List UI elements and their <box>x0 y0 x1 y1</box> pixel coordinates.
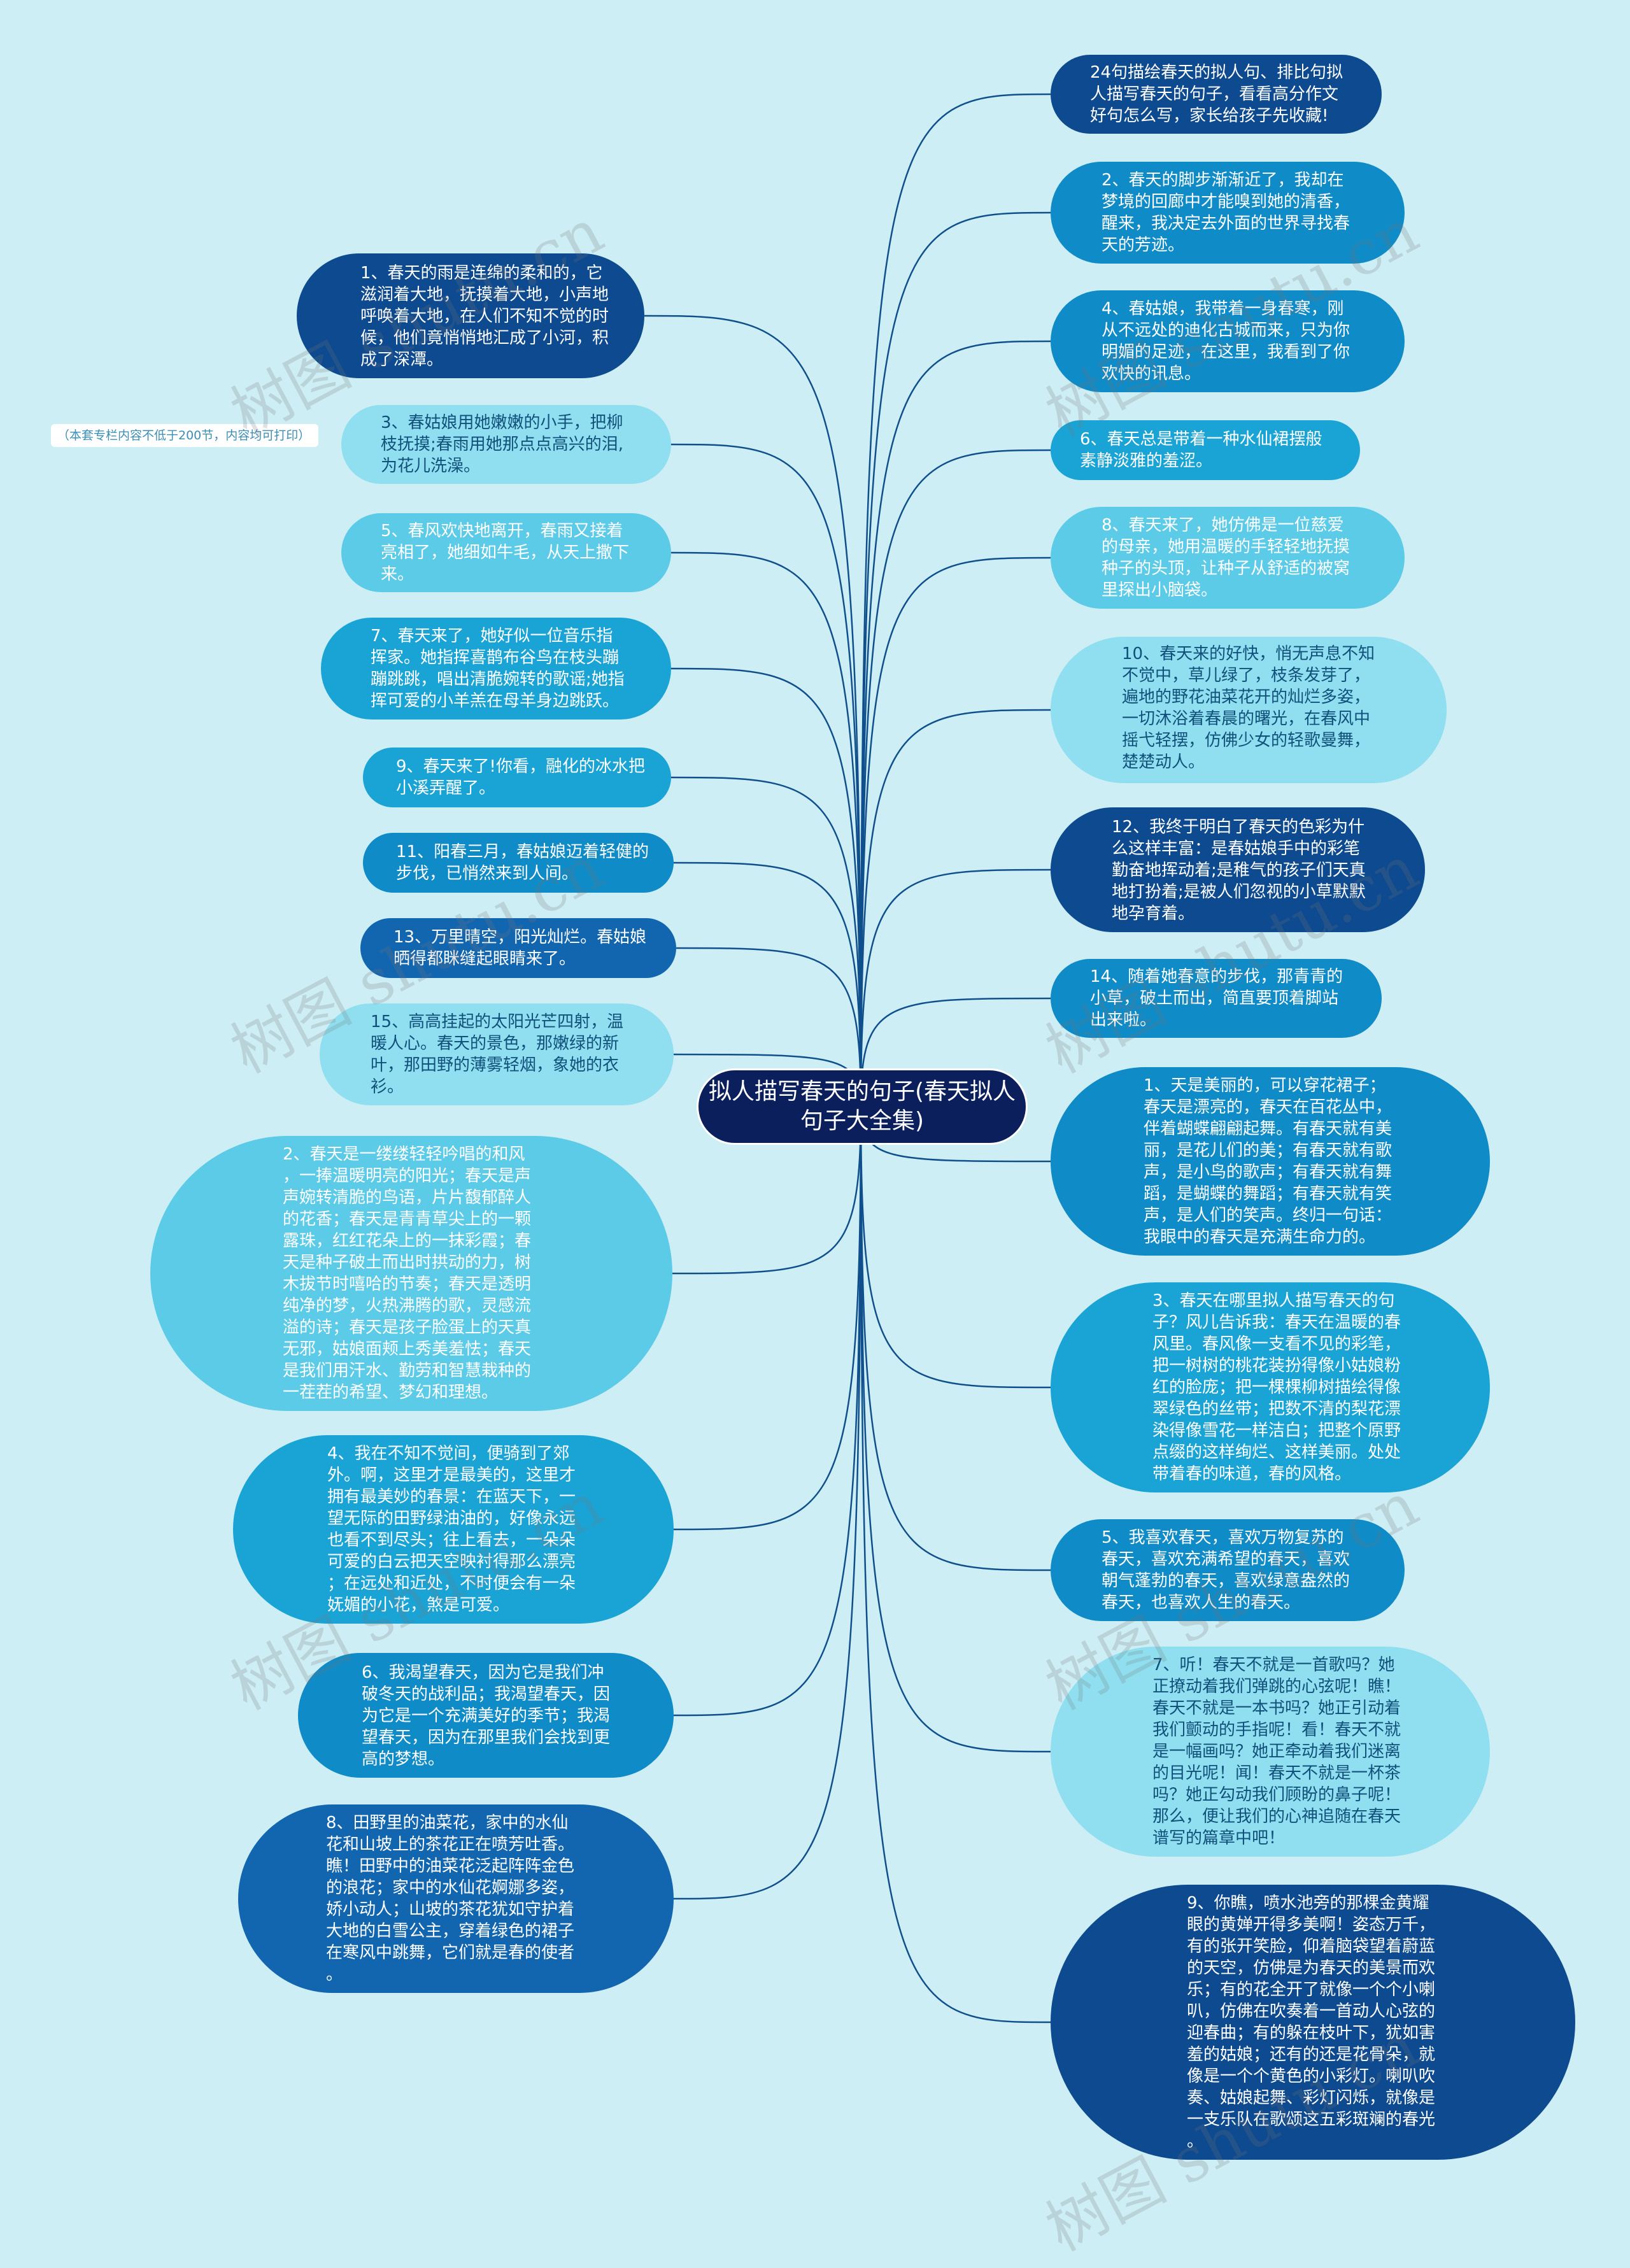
right-node-6[interactable]: 10、春天来的好快，悄无声息不知 不觉中，草儿绿了，枝条发芽了， 遍地的野花油菜… <box>1051 637 1447 783</box>
left-node-11[interactable]: 6、我渴望春天，因为它是我们冲 破冬天的战利品；我渴望春天，因 为它是一个充满美… <box>298 1653 674 1778</box>
node-text: 4、我在不知不觉间，便骑到了郊 外。啊，这里才是最美的，这里才 拥有最美妙的春景… <box>327 1444 576 1615</box>
connector-line <box>860 449 1051 1107</box>
central-topic-label: 拟人描写春天的句子(春天拟人句子大全集) <box>708 1079 1016 1134</box>
connector-line <box>673 1106 862 1717</box>
connector-line <box>673 861 862 1107</box>
connector-line <box>860 556 1051 1107</box>
connector-line <box>860 1106 1051 1753</box>
node-text: 1、天是美丽的，可以穿花裙子； 春天是漂亮的，春天在百花丛中， 伴着蝴蝶翩翩起舞… <box>1144 1076 1393 1247</box>
connector-line <box>644 315 862 1107</box>
node-text: 13、万里晴空，阳光灿烂。春姑娘 晒得都眯缝起眼睛来了。 <box>393 928 647 968</box>
right-node-5[interactable]: 8、春天来了，她仿佛是一位慈爱 的母亲，她用温暖的手轻轻地抚摸 种子的头顶，让种… <box>1051 507 1405 609</box>
node-text: 6、春天总是带着一种水仙裙摆般 素静淡雅的羞涩。 <box>1080 430 1322 471</box>
node-text: 2、春天的脚步渐渐近了，我却在 梦境的回廊中才能嗅到她的清香， 醒来，我决定去外… <box>1102 171 1350 255</box>
left-node-8[interactable]: 15、高高挂起的太阳光芒四射，温 暖人心。春天的景色，那嫩绿的新 叶，那田野的薄… <box>320 1003 674 1105</box>
right-node-3[interactable]: 4、春姑娘，我带着一身春寒，刚 从不远处的迪化古城而来，只为你 明媚的足迹，在这… <box>1051 290 1405 392</box>
left-node-7[interactable]: 13、万里晴空，阳光灿烂。春姑娘 晒得都眯缝起眼睛来了。 <box>360 918 676 978</box>
left-node-4[interactable]: 7、春天来了，她好似一位音乐指 挥家。她指挥喜鹊布谷鸟在枝头蹦 蹦跳跳，唱出清脆… <box>321 618 671 719</box>
node-text: 9、你瞧，喷水池旁的那棵金黄耀 眼的黄婵开得多美啊！姿态万千， 有的张开笑脸，仰… <box>1187 1894 1436 2151</box>
node-text: 4、春姑娘，我带着一身春寒，刚 从不远处的迪化古城而来，只为你 明媚的足迹，在这… <box>1102 299 1350 383</box>
connector-line <box>676 947 862 1107</box>
right-node-10[interactable]: 3、春天在哪里拟人描写春天的句 子？风儿告诉我：春天在温暖的春 风里。春风像一支… <box>1051 1282 1490 1492</box>
left-node-10[interactable]: 4、我在不知不觉间，便骑到了郊 外。啊，这里才是最美的，这里才 拥有最美妙的春景… <box>233 1435 674 1624</box>
right-node-4[interactable]: 6、春天总是带着一种水仙裙摆般 素静淡雅的羞涩。 <box>1051 420 1360 480</box>
connector-line <box>860 709 1051 1107</box>
node-text: 1、春天的雨是连绵的柔和的，它 滋润着大地，抚摸着大地，小声地 呼唤着大地，在人… <box>360 264 609 369</box>
right-node-12[interactable]: 7、听！春天不就是一首歌吗？她 正撩动着我们弹跳的心弦呢！瞧！ 春天不就是一本书… <box>1051 1647 1490 1857</box>
connector-line <box>860 1106 1051 1389</box>
right-node-8[interactable]: 14、随着她春意的步伐，那青青的 小草，破土而出，简直要顶着脚站 出来啦。 <box>1051 959 1382 1038</box>
connector-line <box>673 1106 862 1900</box>
node-text: 3、春天在哪里拟人描写春天的句 子？风儿告诉我：春天在温暖的春 风里。春风像一支… <box>1152 1291 1401 1484</box>
node-text: 7、春天来了，她好似一位音乐指 挥家。她指挥喜鹊布谷鸟在枝头蹦 蹦跳跳，唱出清脆… <box>371 627 625 711</box>
node-text: 5、我喜欢春天，喜欢万物复苏的 春天，喜欢充满希望的春天，喜欢 朝气蓬勃的春天，… <box>1102 1528 1350 1612</box>
note-label: （本套专栏内容不低于200节，内容均可打印） <box>51 424 318 447</box>
connector-lines <box>644 93 1051 2023</box>
connector-line <box>860 1106 1051 1571</box>
node-text: 15、高高挂起的太阳光芒四射，温 暖人心。春天的景色，那嫩绿的新 叶，那田野的薄… <box>371 1012 624 1096</box>
right-node-2[interactable]: 2、春天的脚步渐渐近了，我却在 梦境的回廊中才能嗅到她的清香， 醒来，我决定去外… <box>1051 162 1405 264</box>
left-node-12[interactable]: 8、田野里的油菜花，家中的水仙 花和山坡上的茶花正在喷芳吐香。 瞧！田野中的油菜… <box>238 1804 674 1993</box>
node-text: 11、阳春三月，春姑娘迈着轻健的 步伐，已悄然来到人间。 <box>396 842 649 883</box>
node-text: 12、我终于明白了春天的色彩为什 么这样丰富：是春姑娘手中的彩笔 勤奋地挥动着;… <box>1112 818 1366 923</box>
node-text: 24句描绘春天的拟人句、排比句拟 人描写春天的句子，看看高分作文 好句怎么写，家… <box>1090 63 1343 125</box>
left-node-5[interactable]: 9、春天来了!你看，融化的冰水把 小溪弄醒了。 <box>363 748 671 807</box>
connector-line <box>860 1106 1051 2023</box>
left-node-1[interactable]: 1、春天的雨是连绵的柔和的，它 滋润着大地，抚摸着大地，小声地 呼唤着大地，在人… <box>297 253 644 378</box>
central-topic[interactable]: 拟人描写春天的句子(春天拟人句子大全集) <box>697 1068 1028 1145</box>
node-text: 2、春天是一缕缕轻轻吟唱的和风 ，一捧温暖明亮的阳光；春天是声 声婉转清脆的鸟语… <box>283 1145 532 1402</box>
node-text: 9、春天来了!你看，融化的冰水把 小溪弄醒了。 <box>396 757 645 798</box>
left-node-6[interactable]: 11、阳春三月，春姑娘迈着轻健的 步伐，已悄然来到人间。 <box>363 833 674 893</box>
connector-line <box>860 211 1051 1107</box>
connector-line <box>860 868 1051 1107</box>
node-text: 6、我渴望春天，因为它是我们冲 破冬天的战利品；我渴望春天，因 为它是一个充满美… <box>362 1663 611 1769</box>
node-text: 8、春天来了，她仿佛是一位慈爱 的母亲，她用温暖的手轻轻地抚摸 种子的头顶，让种… <box>1102 516 1350 600</box>
connector-line <box>670 443 862 1107</box>
node-text: 10、春天来的好快，悄无声息不知 不觉中，草儿绿了，枝条发芽了， 遍地的野花油菜… <box>1122 644 1375 772</box>
left-node-9[interactable]: 2、春天是一缕缕轻轻吟唱的和风 ，一捧温暖明亮的阳光；春天是声 声婉转清脆的鸟语… <box>150 1136 672 1411</box>
node-text: 7、听！春天不就是一首歌吗？她 正撩动着我们弹跳的心弦呢！瞧！ 春天不就是一本书… <box>1152 1655 1401 1848</box>
connector-line <box>860 997 1051 1107</box>
right-node-1[interactable]: 24句描绘春天的拟人句、排比句拟 人描写春天的句子，看看高分作文 好句怎么写，家… <box>1051 55 1382 134</box>
left-node-2[interactable]: 3、春姑娘用她嫩嫩的小手，把柳 枝抚摸;春雨用她那点点高兴的泪, 为花儿洗澡。 <box>341 405 671 484</box>
node-text: 5、春风欢快地离开，春雨又接着 亮相了，她细如牛毛，从天上撒下 来。 <box>381 521 630 584</box>
connector-line <box>672 1106 862 1275</box>
connector-line <box>860 93 1051 1107</box>
connector-line <box>860 340 1051 1107</box>
left-node-3[interactable]: 5、春风欢快地离开，春雨又接着 亮相了，她细如牛毛，从天上撒下 来。 <box>341 513 671 592</box>
right-node-11[interactable]: 5、我喜欢春天，喜欢万物复苏的 春天，喜欢充满希望的春天，喜欢 朝气蓬勃的春天，… <box>1051 1519 1405 1621</box>
right-node-13[interactable]: 9、你瞧，喷水池旁的那棵金黄耀 眼的黄婵开得多美啊！姿态万千， 有的张开笑脸，仰… <box>1051 1885 1575 2160</box>
node-text: 3、春姑娘用她嫩嫩的小手，把柳 枝抚摸;春雨用她那点点高兴的泪, 为花儿洗澡。 <box>381 413 624 476</box>
node-text: 8、田野里的油菜花，家中的水仙 花和山坡上的茶花正在喷芳吐香。 瞧！田野中的油菜… <box>326 1813 575 1984</box>
connector-line <box>673 1106 862 1531</box>
connector-line <box>670 551 862 1107</box>
right-node-7[interactable]: 12、我终于明白了春天的色彩为什 么这样丰富：是春姑娘手中的彩笔 勤奋地挥动着;… <box>1051 807 1425 932</box>
right-node-9[interactable]: 1、天是美丽的，可以穿花裙子； 春天是漂亮的，春天在百花丛中， 伴着蝴蝶翩翩起舞… <box>1051 1067 1490 1256</box>
connector-line <box>670 776 862 1107</box>
connector-line <box>670 667 862 1107</box>
node-text: 14、随着她春意的步伐，那青青的 小草，破土而出，简直要顶着脚站 出来啦。 <box>1090 967 1343 1030</box>
